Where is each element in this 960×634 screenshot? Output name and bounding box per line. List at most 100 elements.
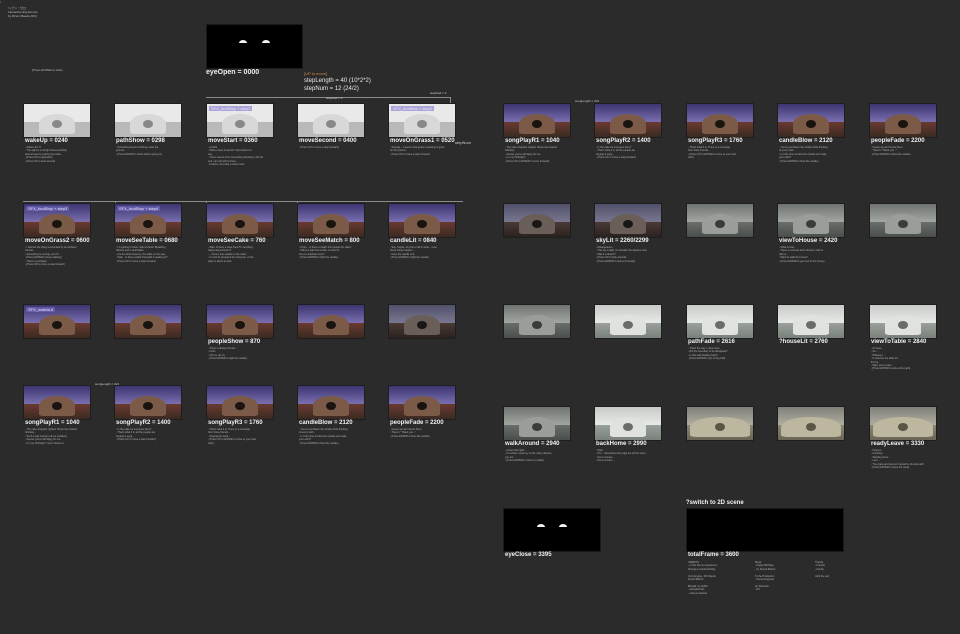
scene-notes: - What is that...- There is a house and …: [779, 246, 847, 263]
sfx-label: SFX_footStep + step3: [26, 206, 70, 211]
scene-thumbnail[interactable]: [114, 385, 182, 420]
note-line: singing a song...: [596, 152, 615, 156]
scene-thumbnail[interactable]: [503, 406, 571, 441]
eye-close-frame[interactable]: [503, 508, 601, 552]
scene-sky: [24, 104, 90, 123]
scene-notes: - Disappeared...- The sky is light, it's…: [596, 246, 664, 263]
note-line: - Not a scream...: [596, 459, 615, 463]
note-line: - That's what it is, all the people are: [596, 149, 636, 153]
scene-thumbnail[interactable]: SFX_footStep + step3: [23, 203, 91, 238]
scene-thumbnail[interactable]: [388, 203, 456, 238]
note-line: - [Press ENTER to blow the candle]: [299, 441, 339, 445]
note-line: - [Press UP to ENTER to move forward]: [505, 159, 549, 163]
scene-notes: - Hold on...- Anything...- Standing here…: [871, 449, 939, 469]
scene-thumbnail[interactable]: [114, 103, 182, 138]
scene-thumbnail[interactable]: [297, 103, 365, 138]
step-tag: stepFwd = 3: [430, 91, 447, 95]
scene-thumbnail[interactable]: [777, 304, 845, 339]
note-line: - Hold on...: [871, 449, 884, 452]
note-line: these things happen...: [390, 249, 415, 253]
scene-thumbnail[interactable]: [503, 103, 571, 138]
scene-thumbnail[interactable]: [686, 406, 754, 441]
scene-thumbnail[interactable]: [777, 203, 845, 238]
scene-thumbnail[interactable]: [777, 103, 845, 138]
scene-hole: [416, 401, 428, 411]
scene-thumbnail[interactable]: [594, 103, 662, 138]
scene-thumbnail[interactable]: [686, 203, 754, 238]
sfx-label: SFX_footStep + step4: [117, 206, 161, 211]
scene-hole: [714, 422, 726, 432]
note-line: - Where does it lead to? Just follow it …: [208, 149, 252, 153]
scene-thumbnail[interactable]: SFX_matchLit: [23, 304, 91, 339]
note-line: - [Press ENTER to return to reality]: [505, 459, 544, 463]
scene-thumbnail[interactable]: [297, 203, 365, 238]
scene-notes: - I'm getting it better, look at these! …: [116, 246, 184, 263]
scene-sky: [504, 104, 570, 123]
scene-thumbnail[interactable]: [686, 304, 754, 339]
scene-thumbnail[interactable]: [594, 203, 662, 238]
scene-thumbnail[interactable]: [206, 304, 274, 339]
scene-hole: [51, 401, 63, 411]
scene-thumbnail[interactable]: [686, 103, 754, 138]
scene-thumbnail[interactable]: SFX_footStep + step1: [206, 103, 274, 138]
scene-thumbnail[interactable]: [23, 385, 91, 420]
credit-line: - animated this: [688, 588, 705, 592]
scene-notes: - Guess we don't know them.- There's "Th…: [871, 146, 939, 156]
scene-thumbnail[interactable]: [23, 103, 91, 138]
scene-thumbnail[interactable]: [869, 304, 937, 339]
total-frame-preview[interactable]: [686, 508, 844, 552]
scene-title: peopleFade = 2200: [390, 420, 444, 426]
scene-thumbnail[interactable]: [206, 203, 274, 238]
scene-sky: [595, 104, 661, 123]
scene-thumbnail[interactable]: SFX_footStep + step4: [114, 203, 182, 238]
note-line: - Well... Is there a table that path is …: [116, 256, 168, 260]
note-line: happening behind it?: [208, 249, 232, 253]
credit-line: - Friends: [815, 564, 825, 568]
credit-line: Art Direction: [755, 584, 769, 588]
note-line: end, can not tell by these...: [208, 159, 238, 163]
note-line: - [Press UP to move a step forward]: [25, 263, 65, 267]
note-line: - The cake wrapped, lighted. Music has s…: [505, 146, 557, 149]
scene-thumbnail[interactable]: [388, 304, 456, 339]
note-line: - Around the light...: [505, 449, 526, 452]
header-info: ヘブン・ゼロ Interactive Experience by Rinon M…: [8, 6, 38, 18]
scene-thumbnail[interactable]: [777, 406, 845, 441]
scene-sky: [595, 407, 661, 426]
scene-thumbnail[interactable]: [503, 304, 571, 339]
scene-hole: [897, 320, 909, 330]
note-line: - So...: [871, 350, 878, 354]
note-line: wish]: [208, 441, 214, 445]
scene-thumbnail[interactable]: [206, 385, 274, 420]
note-line: birthday...: [505, 149, 516, 153]
scene-thumbnail[interactable]: [594, 304, 662, 339]
scene-hole: [897, 219, 909, 229]
note-line: - Seems you're all happy for me.: [25, 438, 61, 442]
scene-thumbnail[interactable]: [869, 406, 937, 441]
scene-thumbnail[interactable]: SFX_footStep + step2: [388, 103, 456, 138]
note-line: - Hmm... is there a match box beside the…: [299, 246, 352, 249]
scene-thumbnail[interactable]: [297, 304, 365, 339]
step-num-tag: stepNum: [455, 140, 472, 145]
note-line: - Anything...: [871, 452, 885, 456]
sfx-label: SFX_footStep + step2: [391, 106, 435, 111]
scene-thumbnail[interactable]: [503, 203, 571, 238]
scene-thumbnail[interactable]: [869, 103, 937, 138]
note-line: - It's whole, a journey to the many drea…: [505, 452, 553, 456]
scene-thumbnail[interactable]: [388, 385, 456, 420]
scene-hole: [531, 320, 543, 330]
scene-sky: [778, 305, 844, 324]
note-line: on the ground.: [390, 149, 407, 153]
scene-notes: - Guess we don't know them.- There's "Th…: [390, 428, 458, 438]
credit-line: through a virtual birthday: [688, 567, 716, 571]
scene-thumbnail[interactable]: [869, 203, 937, 238]
scene-thumbnail[interactable]: [297, 385, 365, 420]
note-line: - You've just blown the candle while thi…: [779, 146, 828, 149]
credit-line: Music: [755, 561, 762, 564]
scene-title: songPlayR1 = 1040: [505, 138, 560, 144]
scene-sky: [870, 204, 936, 223]
note-line: - There's "Thank you...": [871, 149, 897, 153]
scene-hole: [234, 219, 246, 229]
scene-thumbnail[interactable]: [594, 406, 662, 441]
scene-thumbnail[interactable]: [114, 304, 182, 339]
eye-open-frame[interactable]: [206, 24, 303, 69]
